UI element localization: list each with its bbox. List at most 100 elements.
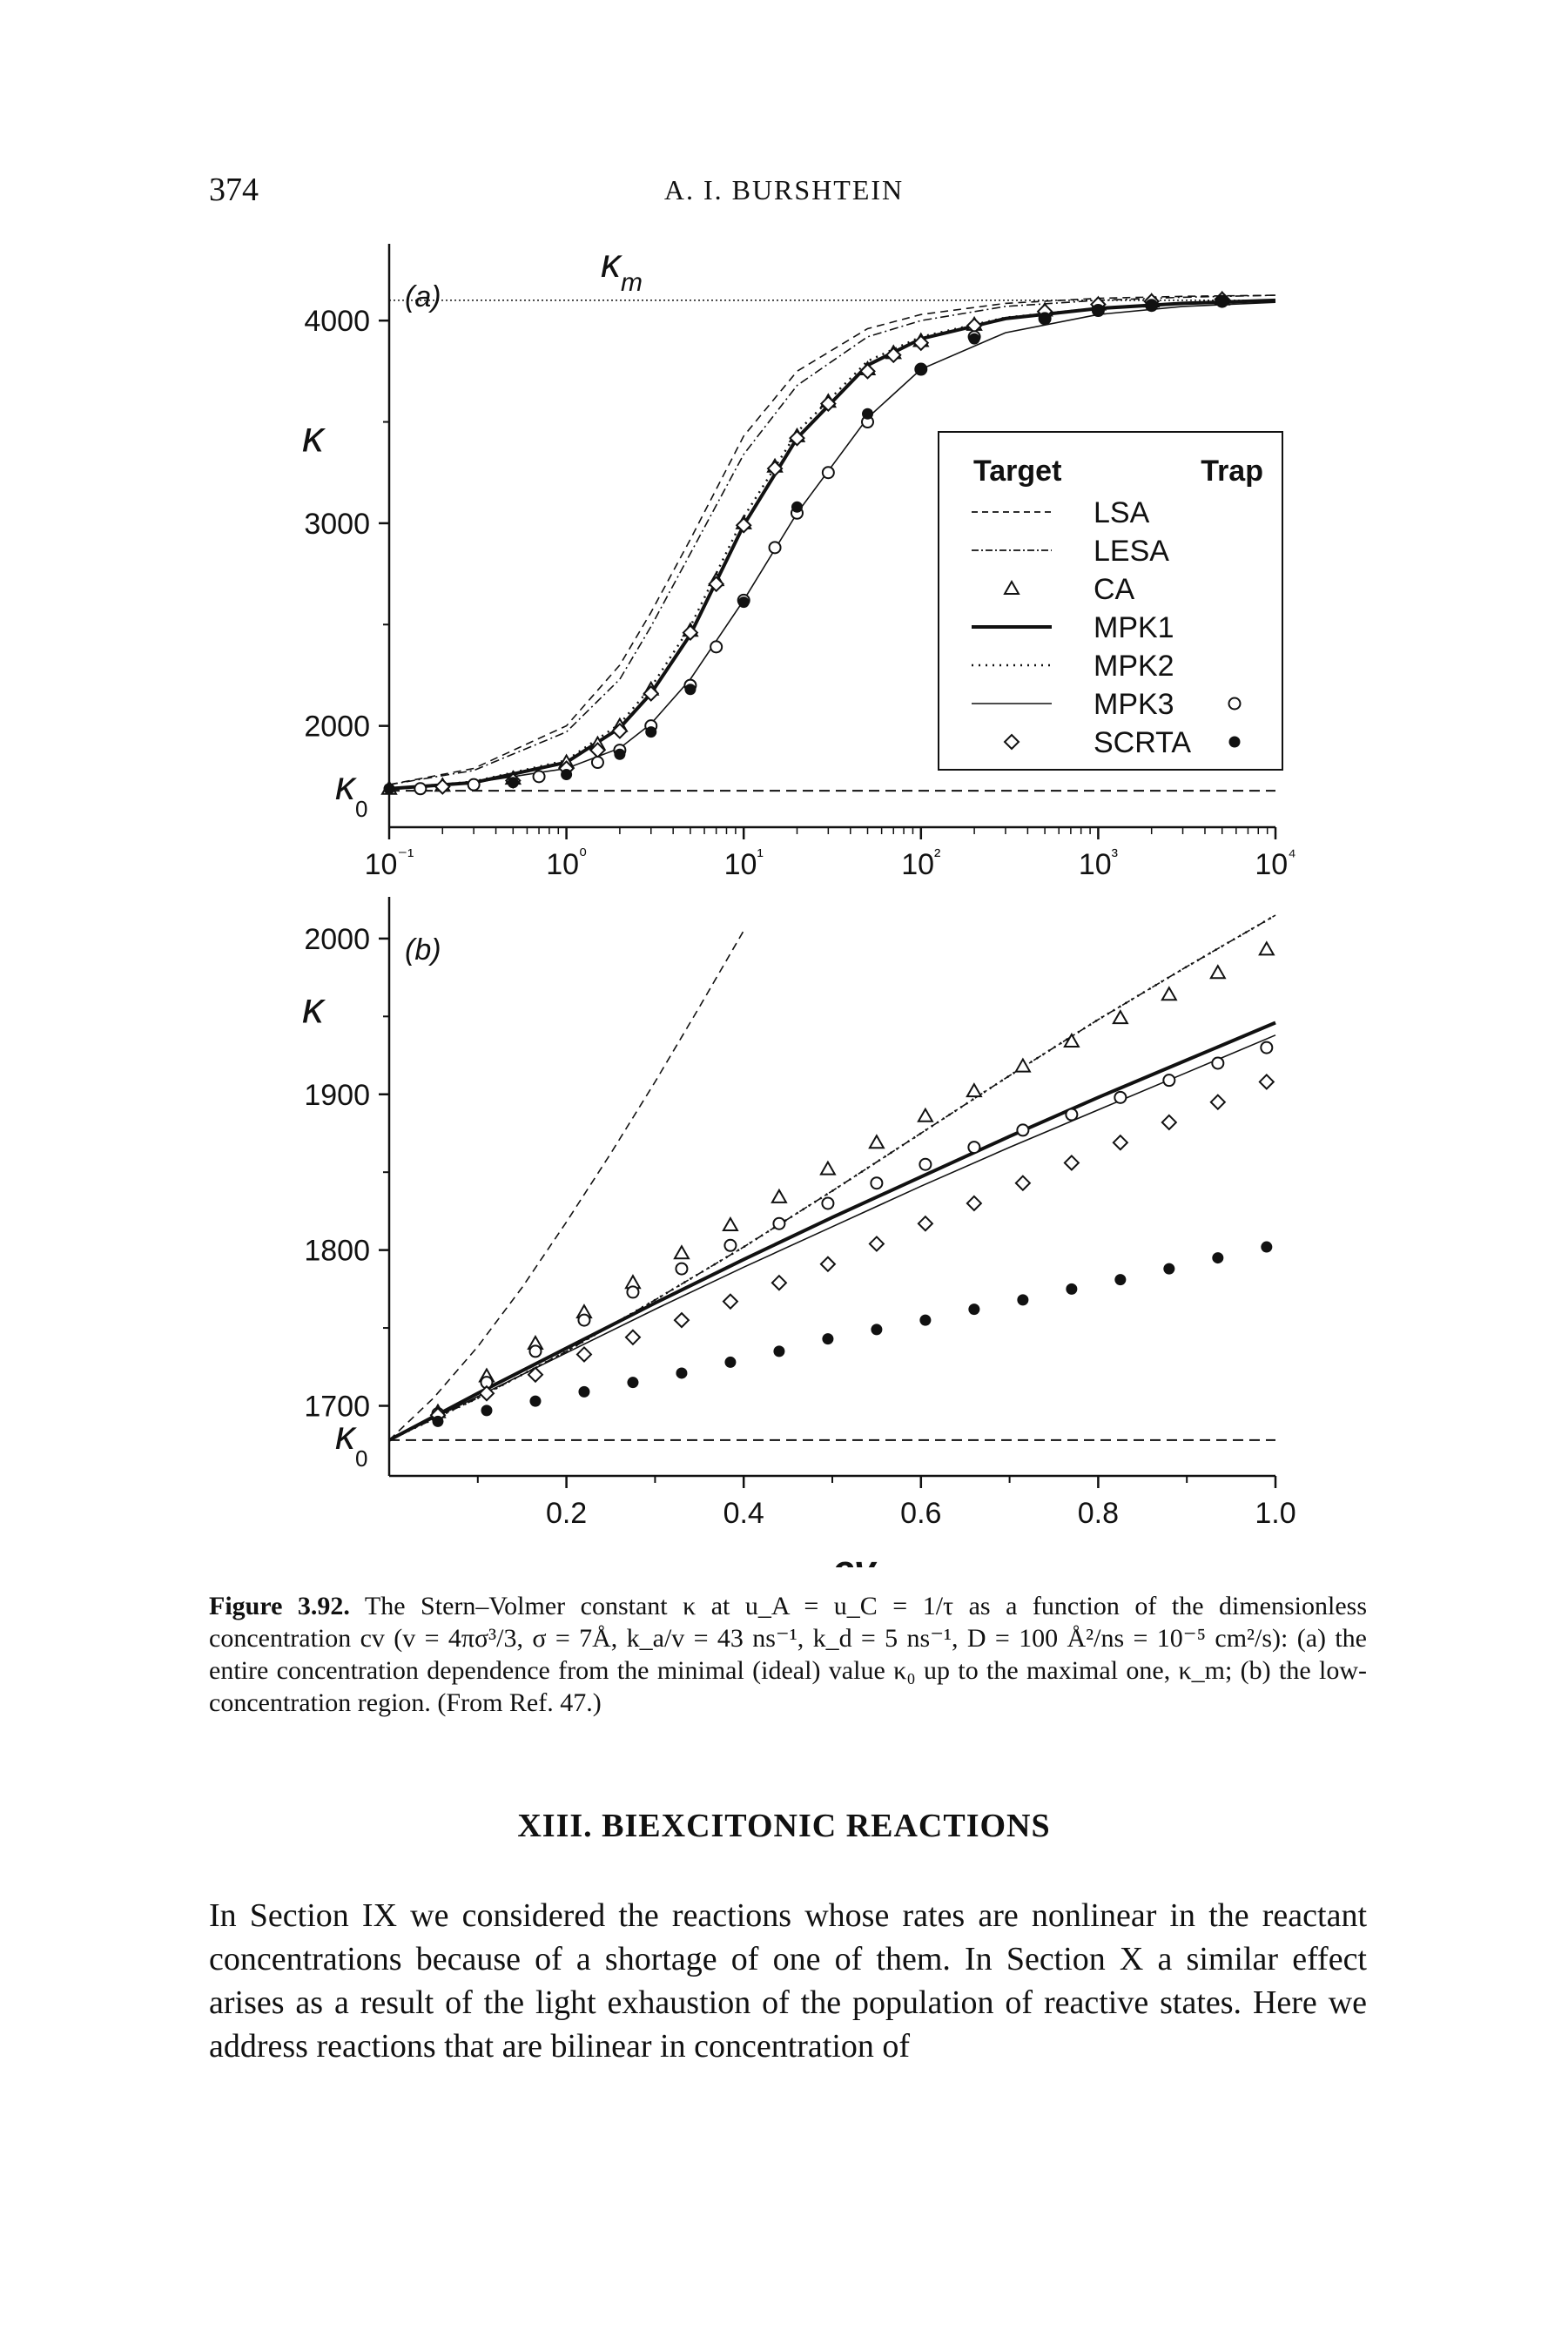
- b-point-mpk3-trap: [577, 1313, 591, 1327]
- b-point-scrta: [1063, 1155, 1080, 1171]
- a-point-scrta: [708, 576, 725, 593]
- figure-caption-label: Figure 3.92.: [209, 1592, 350, 1620]
- legend-mpk1-label: MPK1: [1094, 611, 1174, 644]
- a-kappa-0-label: κ0: [335, 763, 367, 822]
- b-point-mpk3-trap: [870, 1176, 884, 1190]
- b-point-ca: [819, 1160, 837, 1176]
- page-number: 374: [209, 172, 259, 208]
- b-series-lesa: [388, 914, 1276, 1441]
- b-series-lsa: [388, 930, 744, 1441]
- section-heading: XIII. BIEXCITONIC REACTIONS: [517, 1808, 1051, 1844]
- a-point-scrta: [859, 362, 876, 380]
- b-point-scrta-trap: [919, 1314, 932, 1326]
- a-series-lesa: [388, 294, 1276, 785]
- a-point-scrta-trap: [561, 768, 573, 780]
- a-point-scrta: [434, 778, 451, 795]
- b-point-scrta-trap: [676, 1367, 688, 1379]
- b-point-scrta: [868, 1236, 885, 1252]
- legend-lesa-label: LESA: [1094, 535, 1169, 568]
- b-y-label: κ: [302, 984, 326, 1033]
- b-point-scrta: [722, 1293, 739, 1310]
- b-point-scrta: [1112, 1134, 1129, 1151]
- b-point-scrta-trap: [822, 1333, 834, 1345]
- b-point-scrta-trap: [1114, 1274, 1127, 1286]
- b-point-mpk3-trap: [723, 1238, 737, 1252]
- b-point-scrta-trap: [871, 1324, 883, 1336]
- b-x-tick-label: 0.6: [900, 1497, 941, 1530]
- b-point-scrta: [1258, 1074, 1275, 1090]
- legend-mpk3-trap-symbol: [1228, 697, 1242, 711]
- a-point-scrta-trap: [737, 596, 750, 609]
- legend-mpk3-label: MPK3: [1094, 688, 1174, 721]
- b-point-ca: [722, 1216, 739, 1232]
- a-point-mpk3-trap: [710, 640, 723, 654]
- b-point-mpk3-trap: [528, 1344, 542, 1358]
- b-point-scrta: [1209, 1094, 1227, 1111]
- legend-mpk2-label: MPK2: [1094, 650, 1174, 683]
- b-y-tick-label: 1700: [304, 1391, 370, 1424]
- legend-box: [938, 431, 1283, 771]
- a-point-scrta: [611, 723, 629, 739]
- b-point-scrta: [966, 1195, 983, 1212]
- a-point-scrta: [885, 347, 902, 364]
- b-point-ca: [1209, 964, 1227, 980]
- a-point-scrta: [912, 334, 930, 352]
- b-point-mpk3-trap: [919, 1157, 932, 1171]
- b-x-tick-label: 0.8: [1078, 1497, 1119, 1530]
- a-y-tick-label: 3000: [304, 508, 370, 541]
- legend-scrta-trap-symbol: [1228, 736, 1241, 748]
- b-point-scrta-trap: [1066, 1283, 1078, 1295]
- b-series-mpk1: [388, 1021, 1276, 1442]
- a-series-mpk2: [388, 299, 1276, 791]
- b-point-mpk3-trap: [1016, 1123, 1030, 1137]
- legend-lsa-label: LSA: [1094, 496, 1150, 529]
- legend-ca-symbol: [1003, 579, 1020, 595]
- a-series-lsa: [388, 294, 1276, 785]
- b-x-tick-label: 1.0: [1255, 1497, 1295, 1530]
- a-kappa-m-label: κm: [601, 240, 643, 297]
- a-point-scrta: [766, 460, 784, 477]
- b-point-scrta: [917, 1215, 934, 1232]
- b-point-ca: [917, 1107, 934, 1122]
- a-point-scrta-trap: [968, 333, 980, 345]
- a-point-mpk3-trap: [821, 466, 835, 480]
- a-point-scrta: [789, 429, 805, 447]
- b-point-scrta: [1161, 1114, 1178, 1131]
- running-head: A. I. BURSHTEIN: [663, 174, 905, 205]
- a-x-tick-label: 10³: [1079, 845, 1118, 881]
- a-point-scrta-trap: [684, 684, 697, 696]
- b-point-ca: [1258, 940, 1275, 956]
- a-point-scrta: [643, 684, 660, 702]
- b-point-mpk3-trap: [1114, 1090, 1127, 1104]
- figure-caption: Figure 3.92. The Stern–Volmer constant κ…: [209, 1590, 1367, 1719]
- a-x-tick-label: 10²: [901, 845, 940, 881]
- legend-header-trap: Trap: [1201, 455, 1263, 488]
- b-point-scrta-trap: [578, 1385, 590, 1398]
- a-point-scrta-trap: [791, 501, 803, 513]
- b-x-tick-label: 0.4: [723, 1497, 764, 1530]
- a-point-mpk3-trap: [768, 541, 782, 555]
- a-x-tick-label: 10⁻¹: [365, 845, 414, 881]
- a-y-tick-label: 2000: [304, 711, 370, 744]
- b-point-scrta: [478, 1384, 495, 1402]
- b-series-scrta: [429, 1074, 1275, 1424]
- b-point-ca: [673, 1244, 690, 1260]
- b-series-mpk3: [388, 1034, 1276, 1441]
- b-point-ca: [1161, 986, 1178, 1001]
- b-point-mpk3-trap: [1162, 1074, 1176, 1088]
- b-point-scrta: [673, 1311, 690, 1329]
- b-point-scrta-trap: [627, 1377, 639, 1389]
- b-point-mpk3-trap: [821, 1196, 835, 1210]
- b-point-scrta-trap: [724, 1356, 737, 1368]
- a-point-scrta-trap: [614, 748, 626, 760]
- a-y-tick-label: 4000: [304, 305, 370, 338]
- a-point-scrta: [819, 395, 837, 413]
- b-point-mpk3-trap: [772, 1216, 786, 1230]
- b-point-scrta-trap: [968, 1303, 980, 1316]
- a-point-scrta-trap: [1039, 313, 1051, 325]
- b-point-ca: [1014, 1057, 1032, 1073]
- b-point-scrta-trap: [1261, 1241, 1273, 1253]
- b-point-scrta: [575, 1346, 593, 1363]
